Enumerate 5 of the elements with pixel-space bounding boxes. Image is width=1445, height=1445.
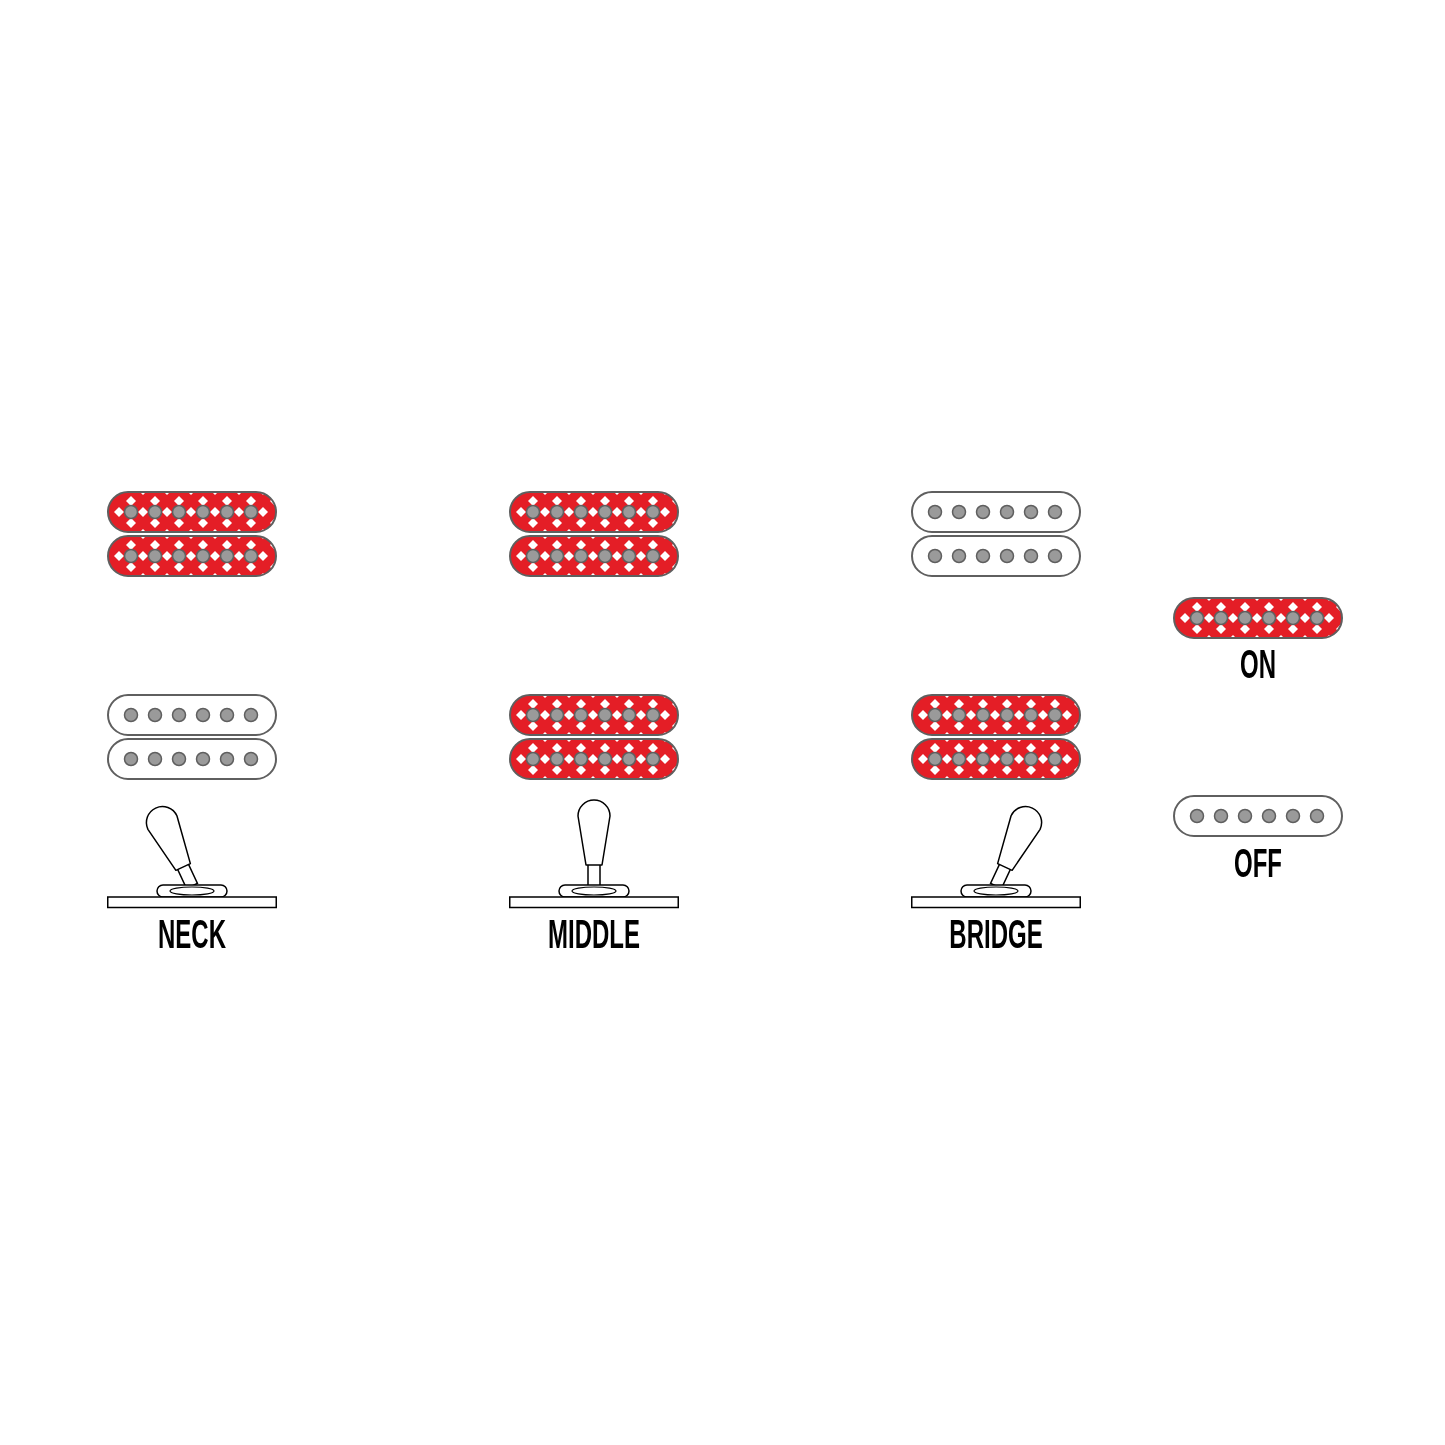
legend-label: ON xyxy=(1240,644,1276,684)
legend-label: OFF xyxy=(1234,843,1282,883)
position-label: MIDDLE xyxy=(548,914,640,954)
position-label: NECK xyxy=(158,914,226,954)
position-label: BRIDGE xyxy=(949,914,1043,954)
